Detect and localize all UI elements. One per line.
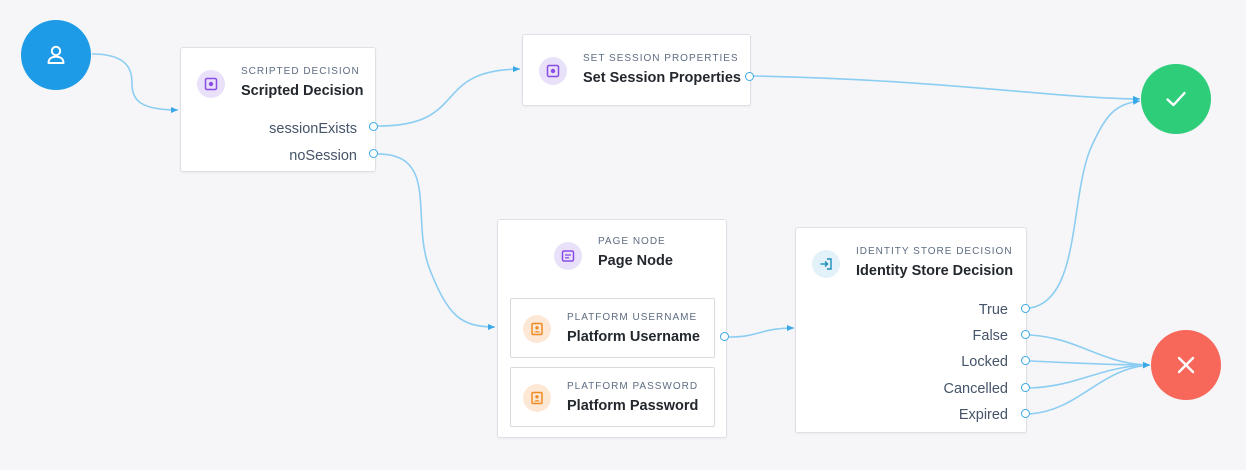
wire-cancelled-to-failure bbox=[1029, 362, 1151, 389]
id-card-icon bbox=[523, 384, 551, 412]
identity-store-decision-node[interactable]: IDENTITY STORE DECISION Identity Store D… bbox=[795, 227, 1027, 433]
wire-username-to-identity-store bbox=[728, 325, 795, 338]
node-type-label: PLATFORM USERNAME bbox=[567, 312, 698, 323]
node-type-label: SET SESSION PROPERTIES bbox=[583, 53, 739, 64]
node-title: Page Node bbox=[598, 253, 673, 269]
node-type-label: PAGE NODE bbox=[598, 236, 666, 247]
check-icon bbox=[1166, 91, 1186, 107]
node-title: Platform Password bbox=[567, 398, 699, 414]
scripted-decision-node[interactable]: SCRIPTED DECISION Scripted Decision sess… bbox=[180, 47, 376, 172]
node-title: Platform Username bbox=[567, 329, 700, 345]
wire-expired-to-failure bbox=[1029, 362, 1151, 415]
outcome-port-page-node[interactable] bbox=[720, 332, 729, 341]
wire-sessionexists-to-set-session bbox=[377, 66, 521, 127]
outcome-port-false[interactable] bbox=[1021, 330, 1030, 339]
outcome-label-true: True bbox=[978, 302, 1008, 318]
user-icon bbox=[47, 45, 65, 64]
start-node[interactable] bbox=[21, 20, 91, 90]
success-node[interactable] bbox=[1141, 64, 1211, 134]
node-title: Scripted Decision bbox=[241, 83, 364, 99]
outcome-label-false: False bbox=[972, 328, 1008, 344]
platform-password-node[interactable]: PLATFORM PASSWORD Platform Password bbox=[510, 367, 715, 427]
wire-false-to-failure bbox=[1029, 334, 1151, 368]
sign-in-icon bbox=[812, 250, 840, 278]
wire-nosession-to-page-node bbox=[377, 153, 496, 330]
page-node[interactable]: PAGE NODE Page Node PLATFORM USERNAME Pl… bbox=[497, 219, 727, 438]
outcome-label-locked: Locked bbox=[961, 354, 1008, 370]
outcome-port-locked[interactable] bbox=[1021, 356, 1030, 365]
outcome-label-cancelled: Cancelled bbox=[943, 381, 1009, 397]
page-icon bbox=[554, 242, 582, 270]
outcome-label-expired: Expired bbox=[958, 407, 1008, 423]
wire-start-to-scripted bbox=[91, 53, 179, 113]
node-title: Identity Store Decision bbox=[856, 263, 1014, 279]
wire-set-session-to-success bbox=[752, 75, 1141, 102]
set-session-properties-node[interactable]: SET SESSION PROPERTIES Set Session Prope… bbox=[522, 34, 751, 106]
outcome-port-sessionexists[interactable] bbox=[369, 122, 378, 131]
outcome-port-expired[interactable] bbox=[1021, 409, 1030, 418]
outcome-port-set-session[interactable] bbox=[745, 72, 754, 81]
wire-locked-to-failure bbox=[1029, 360, 1151, 368]
platform-username-node[interactable]: PLATFORM USERNAME Platform Username bbox=[510, 298, 715, 358]
node-type-label: PLATFORM PASSWORD bbox=[567, 381, 699, 392]
outcome-port-cancelled[interactable] bbox=[1021, 383, 1030, 392]
node-type-label: IDENTITY STORE DECISION bbox=[856, 246, 1013, 257]
outcome-label-sessionexists: sessionExists bbox=[269, 121, 357, 137]
close-icon bbox=[1177, 356, 1195, 374]
wire-true-to-success bbox=[1029, 98, 1141, 309]
gear-script-icon bbox=[197, 70, 225, 98]
outcome-port-nosession[interactable] bbox=[369, 149, 378, 158]
failure-node[interactable] bbox=[1151, 330, 1221, 400]
id-card-icon bbox=[523, 315, 551, 343]
outcome-port-true[interactable] bbox=[1021, 304, 1030, 313]
node-title: Set Session Properties bbox=[583, 70, 741, 86]
gear-script-icon bbox=[539, 57, 567, 85]
node-type-label: SCRIPTED DECISION bbox=[241, 66, 360, 77]
outcome-label-nosession: noSession bbox=[289, 148, 357, 164]
